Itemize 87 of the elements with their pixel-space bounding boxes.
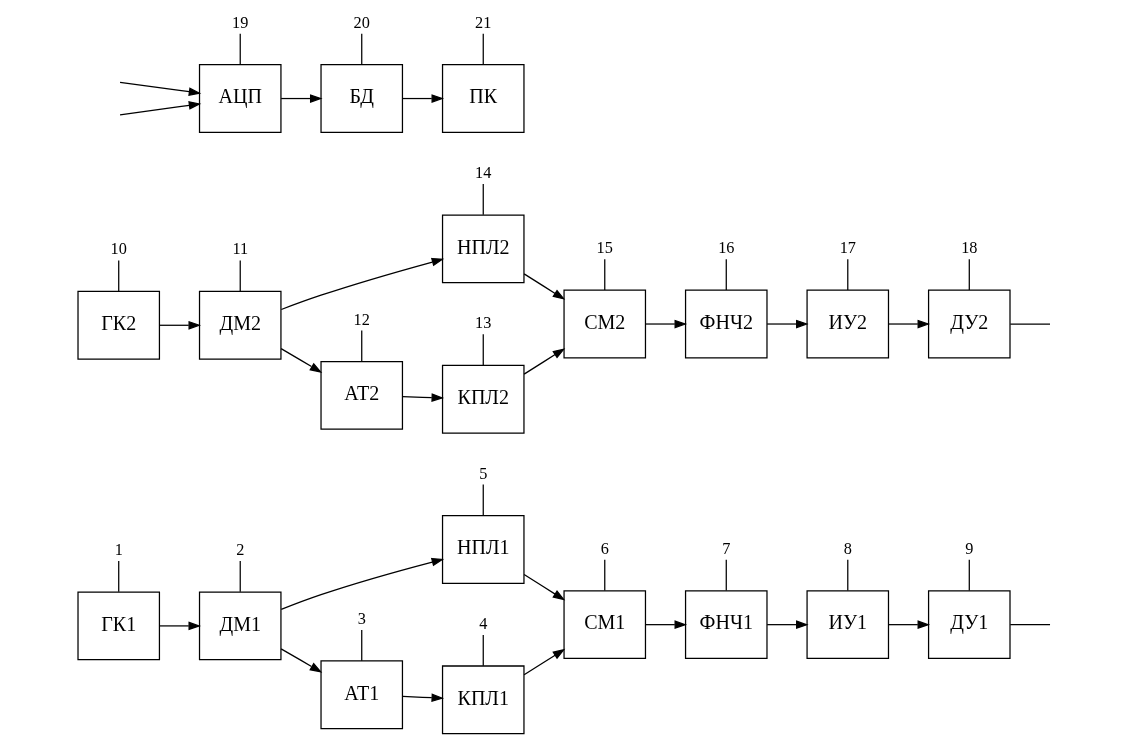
node-text: 3 (357, 608, 366, 628)
connector (847, 559, 849, 592)
node-box: СМ2 (563, 289, 647, 359)
connector (1009, 624, 1051, 626)
connector (725, 258, 727, 291)
node-box: ИУ1 (806, 590, 890, 660)
arrow (280, 648, 323, 673)
node-box: НПЛ1 (441, 515, 525, 584)
node-text: 4 (479, 613, 488, 633)
node-box: ГК2 (77, 290, 161, 360)
arrow (888, 319, 931, 329)
connector (968, 559, 970, 592)
node-box: СМ1 (563, 590, 647, 660)
node-text: 9 (965, 538, 974, 558)
node-box: ФНЧ1 (684, 590, 768, 660)
node-text: 1 (114, 540, 123, 560)
node-text: 21 (475, 12, 492, 32)
node-text: 5 (479, 463, 488, 483)
connector (482, 183, 484, 216)
node-text: 15 (596, 238, 613, 258)
node-box: ДМ2 (198, 290, 282, 360)
arrow (888, 620, 931, 630)
node-text: 16 (718, 238, 735, 258)
connector (604, 559, 606, 592)
connector (239, 33, 241, 66)
connector (482, 33, 484, 66)
node-box: ДМ1 (198, 591, 282, 661)
node-box: АТ2 (320, 360, 404, 430)
node-box: АЦП (198, 64, 282, 133)
connector (725, 559, 727, 592)
node-box: АТ1 (320, 660, 404, 730)
node-text: 2 (236, 540, 245, 560)
node-text: 17 (839, 238, 856, 258)
node-box: ДУ2 (927, 289, 1011, 359)
connector (968, 258, 970, 291)
connector (118, 259, 120, 292)
node-box: КПЛ1 (441, 665, 525, 735)
arrow (402, 393, 445, 402)
connector (239, 560, 241, 593)
arrow (523, 348, 566, 375)
node-box: БД (320, 64, 404, 133)
node-box: ФНЧ2 (684, 289, 768, 359)
connector (361, 629, 363, 662)
node-box: НПЛ2 (441, 214, 525, 284)
node-box: ИУ2 (806, 289, 890, 359)
arrow (766, 319, 809, 329)
node-text: 12 (353, 309, 370, 329)
node-text: 7 (722, 538, 731, 558)
arrow (766, 620, 809, 630)
arrow (280, 257, 445, 311)
arrow (645, 620, 688, 630)
node-text: 11 (232, 239, 249, 259)
connector (361, 33, 363, 66)
connector (239, 259, 241, 292)
arrow (523, 273, 566, 300)
node-text: 10 (110, 239, 127, 259)
arrow (280, 348, 323, 373)
node-text: 20 (353, 12, 370, 32)
node-text: 14 (475, 162, 492, 182)
arrow (402, 94, 445, 103)
arrow (523, 573, 566, 601)
node-box: ПК (441, 64, 525, 133)
arrow (523, 648, 566, 676)
node-box: ГК1 (77, 591, 161, 661)
node-text: 8 (843, 538, 852, 558)
arrow (119, 81, 202, 97)
node-text: 18 (961, 238, 978, 258)
connector (118, 560, 120, 593)
connector (361, 329, 363, 362)
connector (1009, 323, 1051, 325)
arrow (158, 621, 201, 631)
arrow (280, 557, 445, 610)
node-text: 6 (600, 538, 609, 558)
connector (482, 333, 484, 366)
node-box: ДУ1 (927, 590, 1011, 660)
connector (604, 258, 606, 291)
arrow (119, 101, 202, 116)
arrow (280, 94, 323, 103)
arrow (158, 320, 201, 330)
connector (482, 484, 484, 517)
node-box: КПЛ2 (441, 364, 525, 434)
connector (847, 258, 849, 291)
arrow (645, 319, 688, 329)
arrow (402, 693, 445, 703)
connector (482, 634, 484, 667)
node-text: 13 (475, 313, 492, 333)
node-text: 19 (232, 12, 249, 32)
